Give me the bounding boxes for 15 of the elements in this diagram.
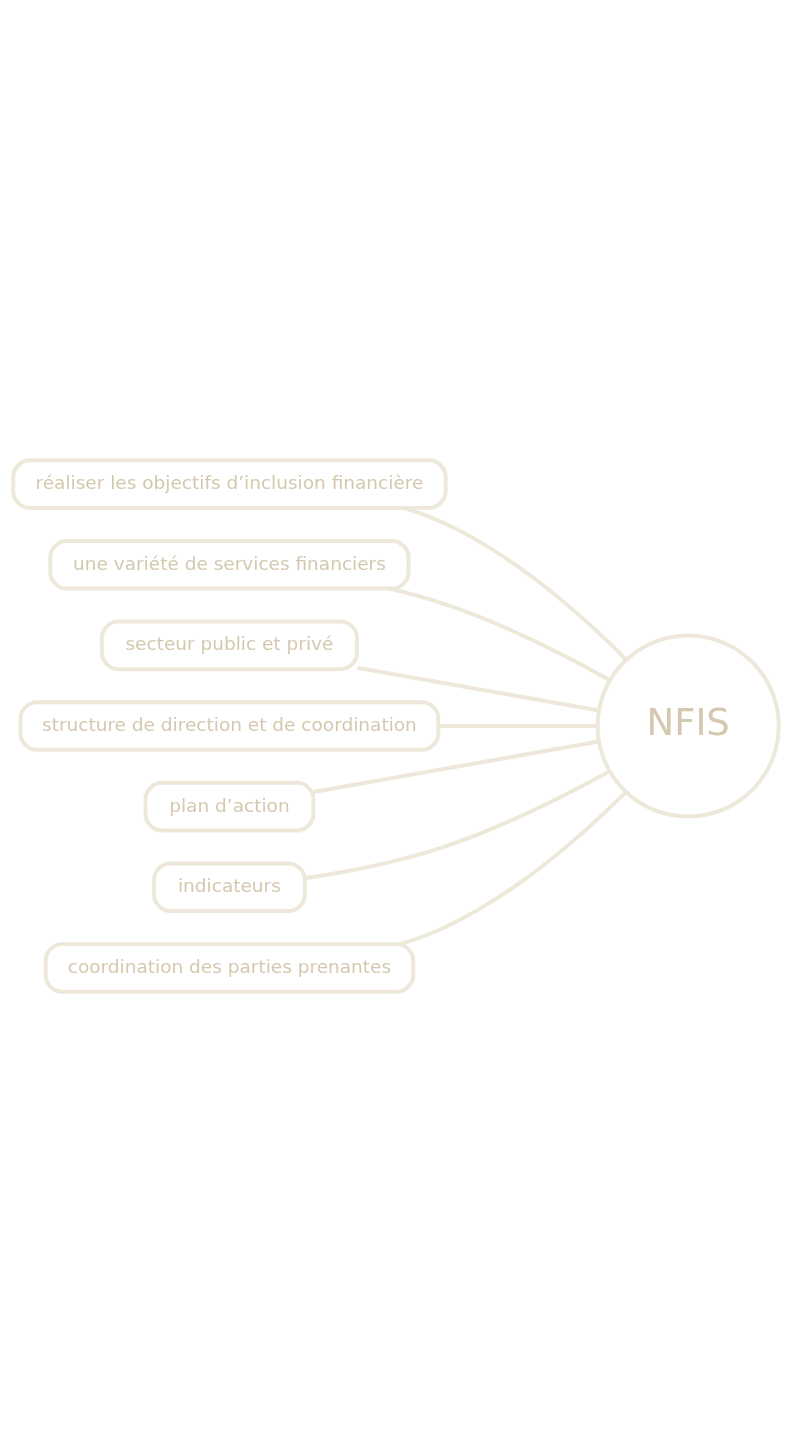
connector <box>356 665 600 713</box>
connector <box>313 739 600 794</box>
connector <box>399 790 627 946</box>
connector <box>438 724 598 728</box>
node-box: structure de direction et de coordination <box>18 700 441 752</box>
node-box: une variété de services financiers <box>48 538 411 591</box>
node-box: secteur public et privé <box>99 619 359 672</box>
connector <box>304 769 611 881</box>
node-circle: NFIS <box>595 633 781 819</box>
node-box: réaliser les objectifs d’inclusion financière <box>11 458 448 510</box>
node-box: plan d’action <box>143 780 316 833</box>
connector <box>388 586 611 682</box>
node-box: indicateurs <box>152 861 307 914</box>
node-box: coordination des parties prenantes <box>43 942 416 994</box>
connector <box>403 506 628 662</box>
